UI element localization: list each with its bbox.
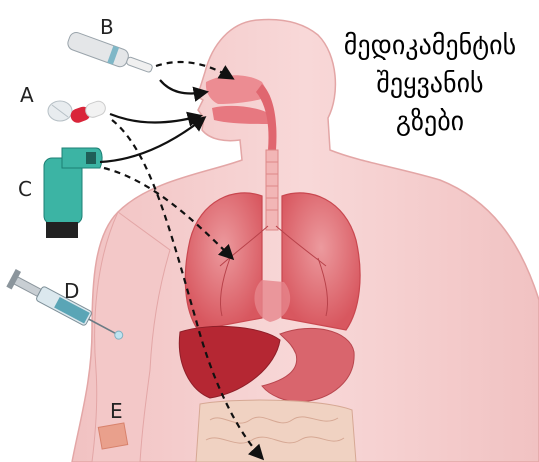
title-line-2: შეყვანის bbox=[376, 69, 483, 99]
arrow-a-mouth bbox=[110, 114, 200, 123]
label-d: D bbox=[64, 279, 79, 303]
nasal-spray-nozzle bbox=[126, 56, 153, 72]
nasal-spray-body bbox=[66, 31, 130, 69]
route-e-skin-patch bbox=[98, 423, 127, 449]
label-b: B bbox=[100, 15, 114, 39]
label-c: C bbox=[18, 177, 32, 201]
title-line-1: მედიკამენტის bbox=[344, 31, 516, 61]
route-c-inhaler bbox=[44, 148, 102, 238]
arrow-c-mouth bbox=[100, 118, 204, 162]
label-a: A bbox=[20, 83, 34, 107]
route-a-oral-pills bbox=[48, 99, 107, 124]
label-e: E bbox=[110, 399, 123, 423]
title-line-3: გზები bbox=[396, 107, 464, 137]
inhaler-mouthpiece bbox=[62, 148, 102, 168]
capsule-icon bbox=[69, 99, 108, 124]
diagram-title: მედიკამენტის შეყვანის გზები bbox=[344, 31, 516, 137]
intestines bbox=[196, 400, 356, 462]
